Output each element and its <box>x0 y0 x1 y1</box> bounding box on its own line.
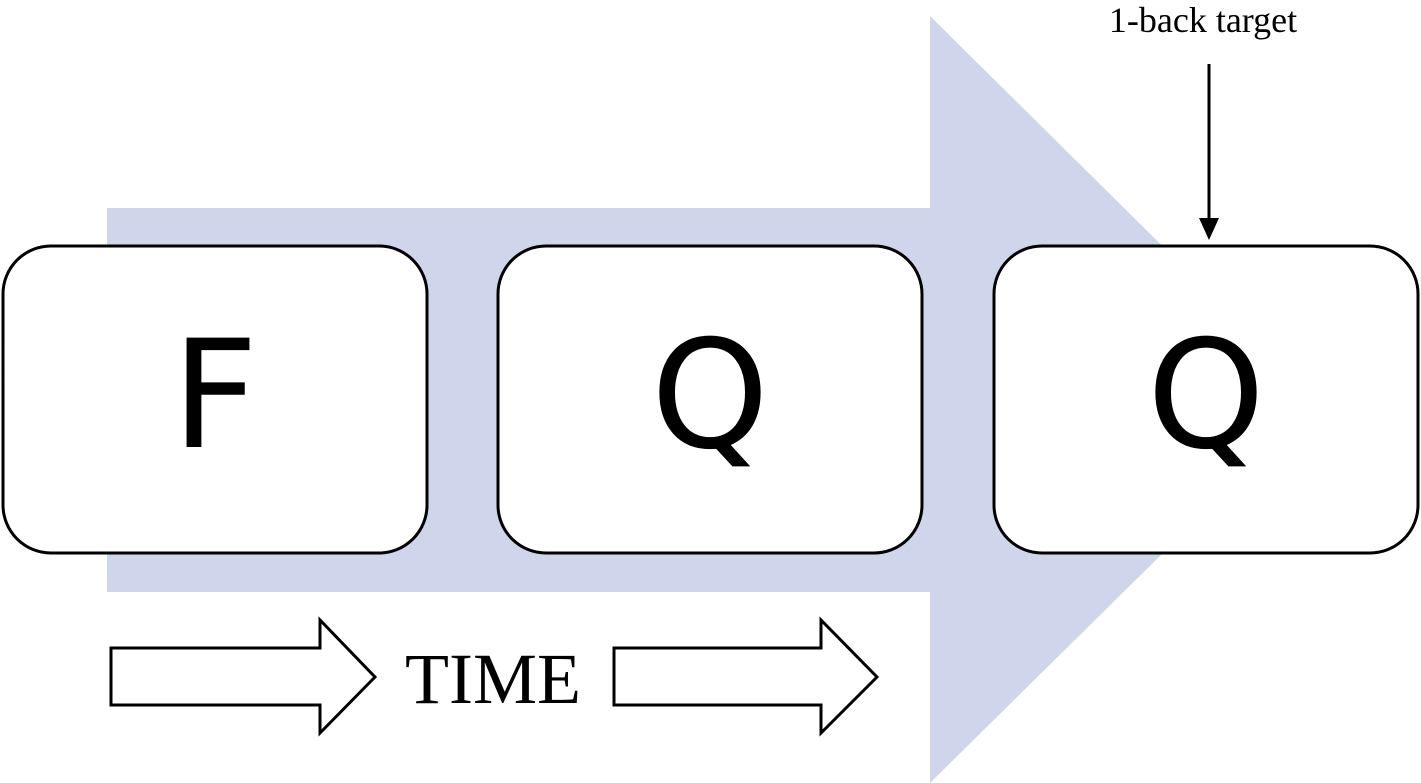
target-label: 1-back target <box>1109 0 1297 40</box>
card-2: Q <box>496 244 924 555</box>
time-label: TIME <box>405 639 581 719</box>
card-1-frame <box>1 244 429 555</box>
card-1: F <box>1 244 429 555</box>
card-3-letter: Q <box>1147 309 1265 483</box>
time-arrow-left-icon <box>109 616 378 737</box>
time-arrow-right-icon <box>612 616 880 737</box>
card-3: Q <box>992 244 1420 555</box>
target-pointer-head-icon <box>1199 218 1219 240</box>
card-3-frame <box>992 244 1420 555</box>
card-2-letter: Q <box>651 309 769 483</box>
card-2-frame <box>496 244 924 555</box>
card-1-letter: F <box>172 309 258 483</box>
